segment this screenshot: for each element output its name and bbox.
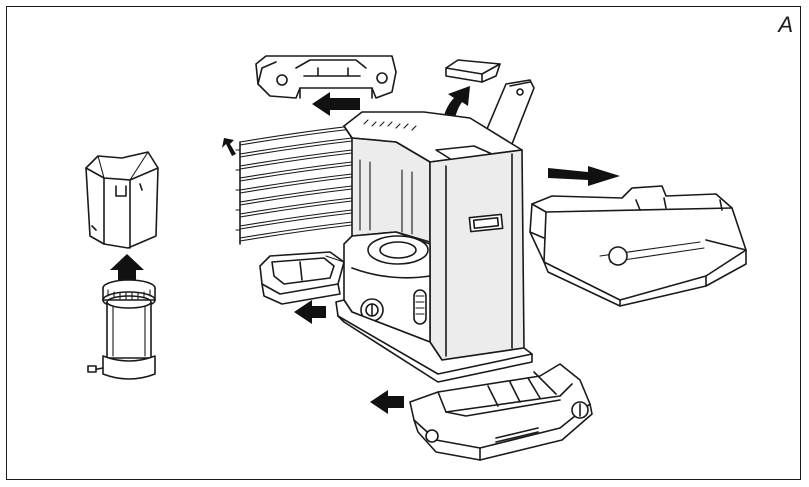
louver-grille	[235, 125, 353, 245]
arrow-small-grille	[222, 138, 236, 156]
arrow-left-bottom	[370, 390, 404, 414]
top-cover-piece	[255, 55, 397, 99]
figure-label: A	[778, 12, 793, 37]
reflector-shield	[85, 151, 159, 249]
arrow-left-tray	[294, 300, 326, 324]
burner-tray	[259, 251, 345, 305]
arrow-left-top	[312, 92, 360, 116]
base-tray	[409, 363, 593, 461]
burner-cylinder	[87, 279, 156, 380]
rear-cover-tank	[529, 185, 747, 307]
arrow-up-left	[110, 254, 144, 280]
arrow-right	[548, 166, 620, 186]
figure-border	[6, 6, 801, 480]
small-lid	[445, 59, 501, 83]
heater-body	[335, 111, 533, 383]
